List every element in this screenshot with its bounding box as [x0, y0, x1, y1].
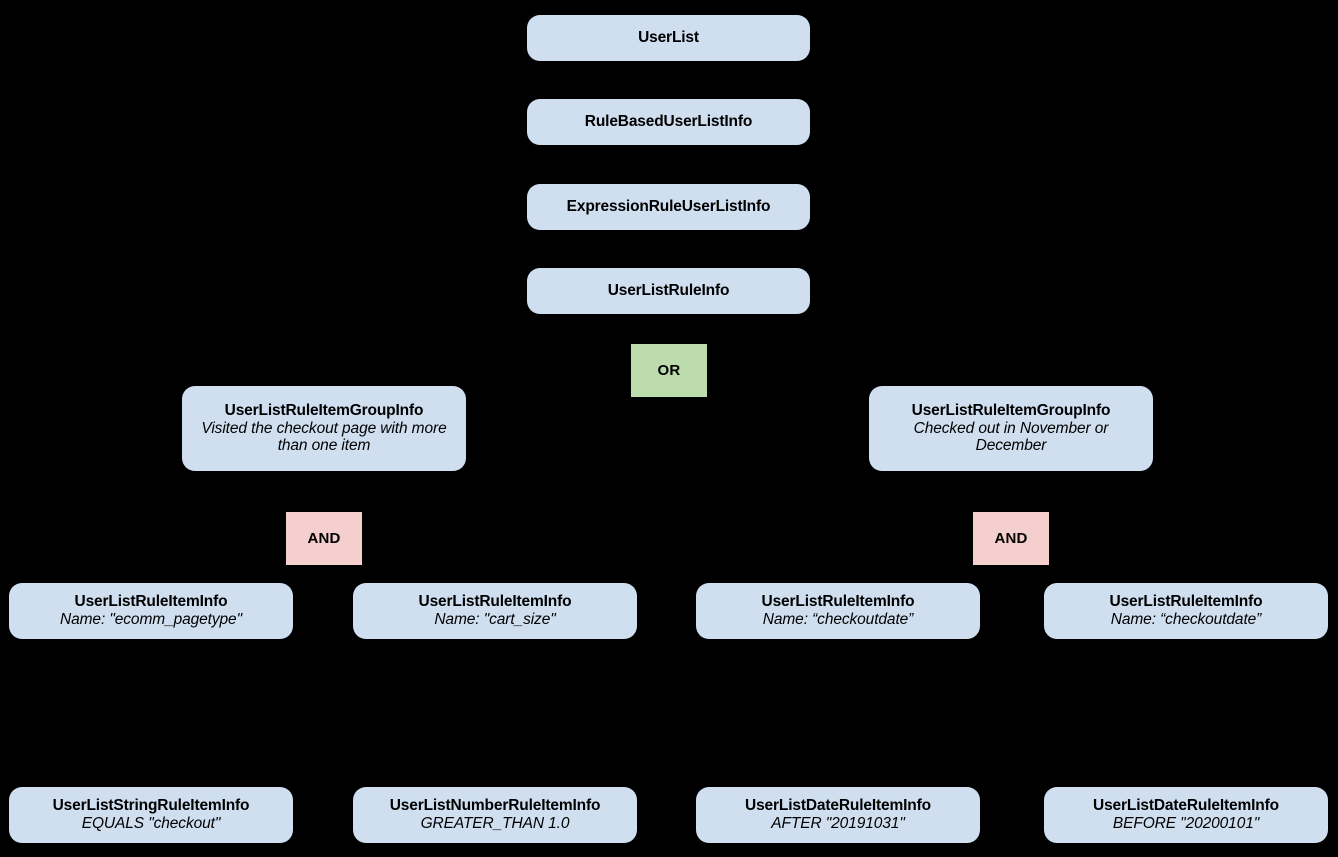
- node-subtitle: Visited the checkout page with more than…: [201, 419, 447, 455]
- operator-label: AND: [307, 529, 341, 547]
- node-expression-rule-user-list-info[interactable]: ExpressionRuleUserListInfo: [527, 184, 810, 230]
- node-group-right[interactable]: UserListRuleItemGroupInfo Checked out in…: [869, 386, 1153, 471]
- node-item-checkoutdate-2[interactable]: UserListRuleItemInfo Name: “checkoutdate…: [1044, 583, 1328, 639]
- operator-or[interactable]: OR: [631, 344, 707, 397]
- node-rule-based-user-list-info[interactable]: RuleBasedUserListInfo: [527, 99, 810, 145]
- operator-and-right[interactable]: AND: [973, 512, 1049, 565]
- node-leaf-date-after[interactable]: UserListDateRuleItemInfo AFTER "20191031…: [696, 787, 980, 843]
- node-item-ecomm-pagetype[interactable]: UserListRuleItemInfo Name: "ecomm_pagety…: [9, 583, 293, 639]
- node-title: UserListStringRuleItemInfo: [52, 797, 250, 815]
- node-user-list[interactable]: UserList: [527, 15, 810, 61]
- node-leaf-number-rule[interactable]: UserListNumberRuleItemInfo GREATER_THAN …: [353, 787, 637, 843]
- node-title: UserListDateRuleItemInfo: [1093, 797, 1279, 815]
- node-title: ExpressionRuleUserListInfo: [566, 198, 771, 216]
- node-title: UserListRuleItemGroupInfo: [224, 401, 424, 419]
- operator-label: OR: [657, 361, 681, 379]
- node-subtitle: EQUALS "checkout": [81, 815, 221, 832]
- operator-and-left[interactable]: AND: [286, 512, 362, 565]
- node-subtitle: Name: “checkoutdate”: [762, 611, 914, 628]
- node-subtitle: Name: "cart_size": [434, 611, 556, 628]
- node-title: UserList: [638, 29, 699, 47]
- node-subtitle: Name: "ecomm_pagetype": [60, 611, 242, 628]
- node-subtitle: BEFORE "20200101": [1112, 815, 1260, 832]
- node-subtitle: GREATER_THAN 1.0: [420, 815, 570, 832]
- node-subtitle: Checked out in November or December: [913, 419, 1109, 455]
- node-title: UserListDateRuleItemInfo: [745, 797, 931, 815]
- node-title: UserListRuleItemInfo: [761, 593, 915, 611]
- node-group-left[interactable]: UserListRuleItemGroupInfo Visited the ch…: [182, 386, 466, 471]
- node-leaf-string-rule[interactable]: UserListStringRuleItemInfo EQUALS "check…: [9, 787, 293, 843]
- node-title: UserListRuleItemInfo: [74, 593, 228, 611]
- node-subtitle: AFTER "20191031": [771, 815, 905, 832]
- node-title: UserListRuleInfo: [607, 282, 730, 300]
- node-leaf-date-before[interactable]: UserListDateRuleItemInfo BEFORE "2020010…: [1044, 787, 1328, 843]
- node-item-cart-size[interactable]: UserListRuleItemInfo Name: "cart_size": [353, 583, 637, 639]
- node-subtitle: Name: “checkoutdate”: [1110, 611, 1262, 628]
- node-item-checkoutdate-1[interactable]: UserListRuleItemInfo Name: “checkoutdate…: [696, 583, 980, 639]
- node-title: UserListRuleItemInfo: [418, 593, 572, 611]
- node-title: UserListNumberRuleItemInfo: [389, 797, 601, 815]
- operator-label: AND: [994, 529, 1028, 547]
- node-title: UserListRuleItemGroupInfo: [911, 401, 1111, 419]
- node-user-list-rule-info[interactable]: UserListRuleInfo: [527, 268, 810, 314]
- node-title: RuleBasedUserListInfo: [584, 113, 753, 131]
- node-title: UserListRuleItemInfo: [1109, 593, 1263, 611]
